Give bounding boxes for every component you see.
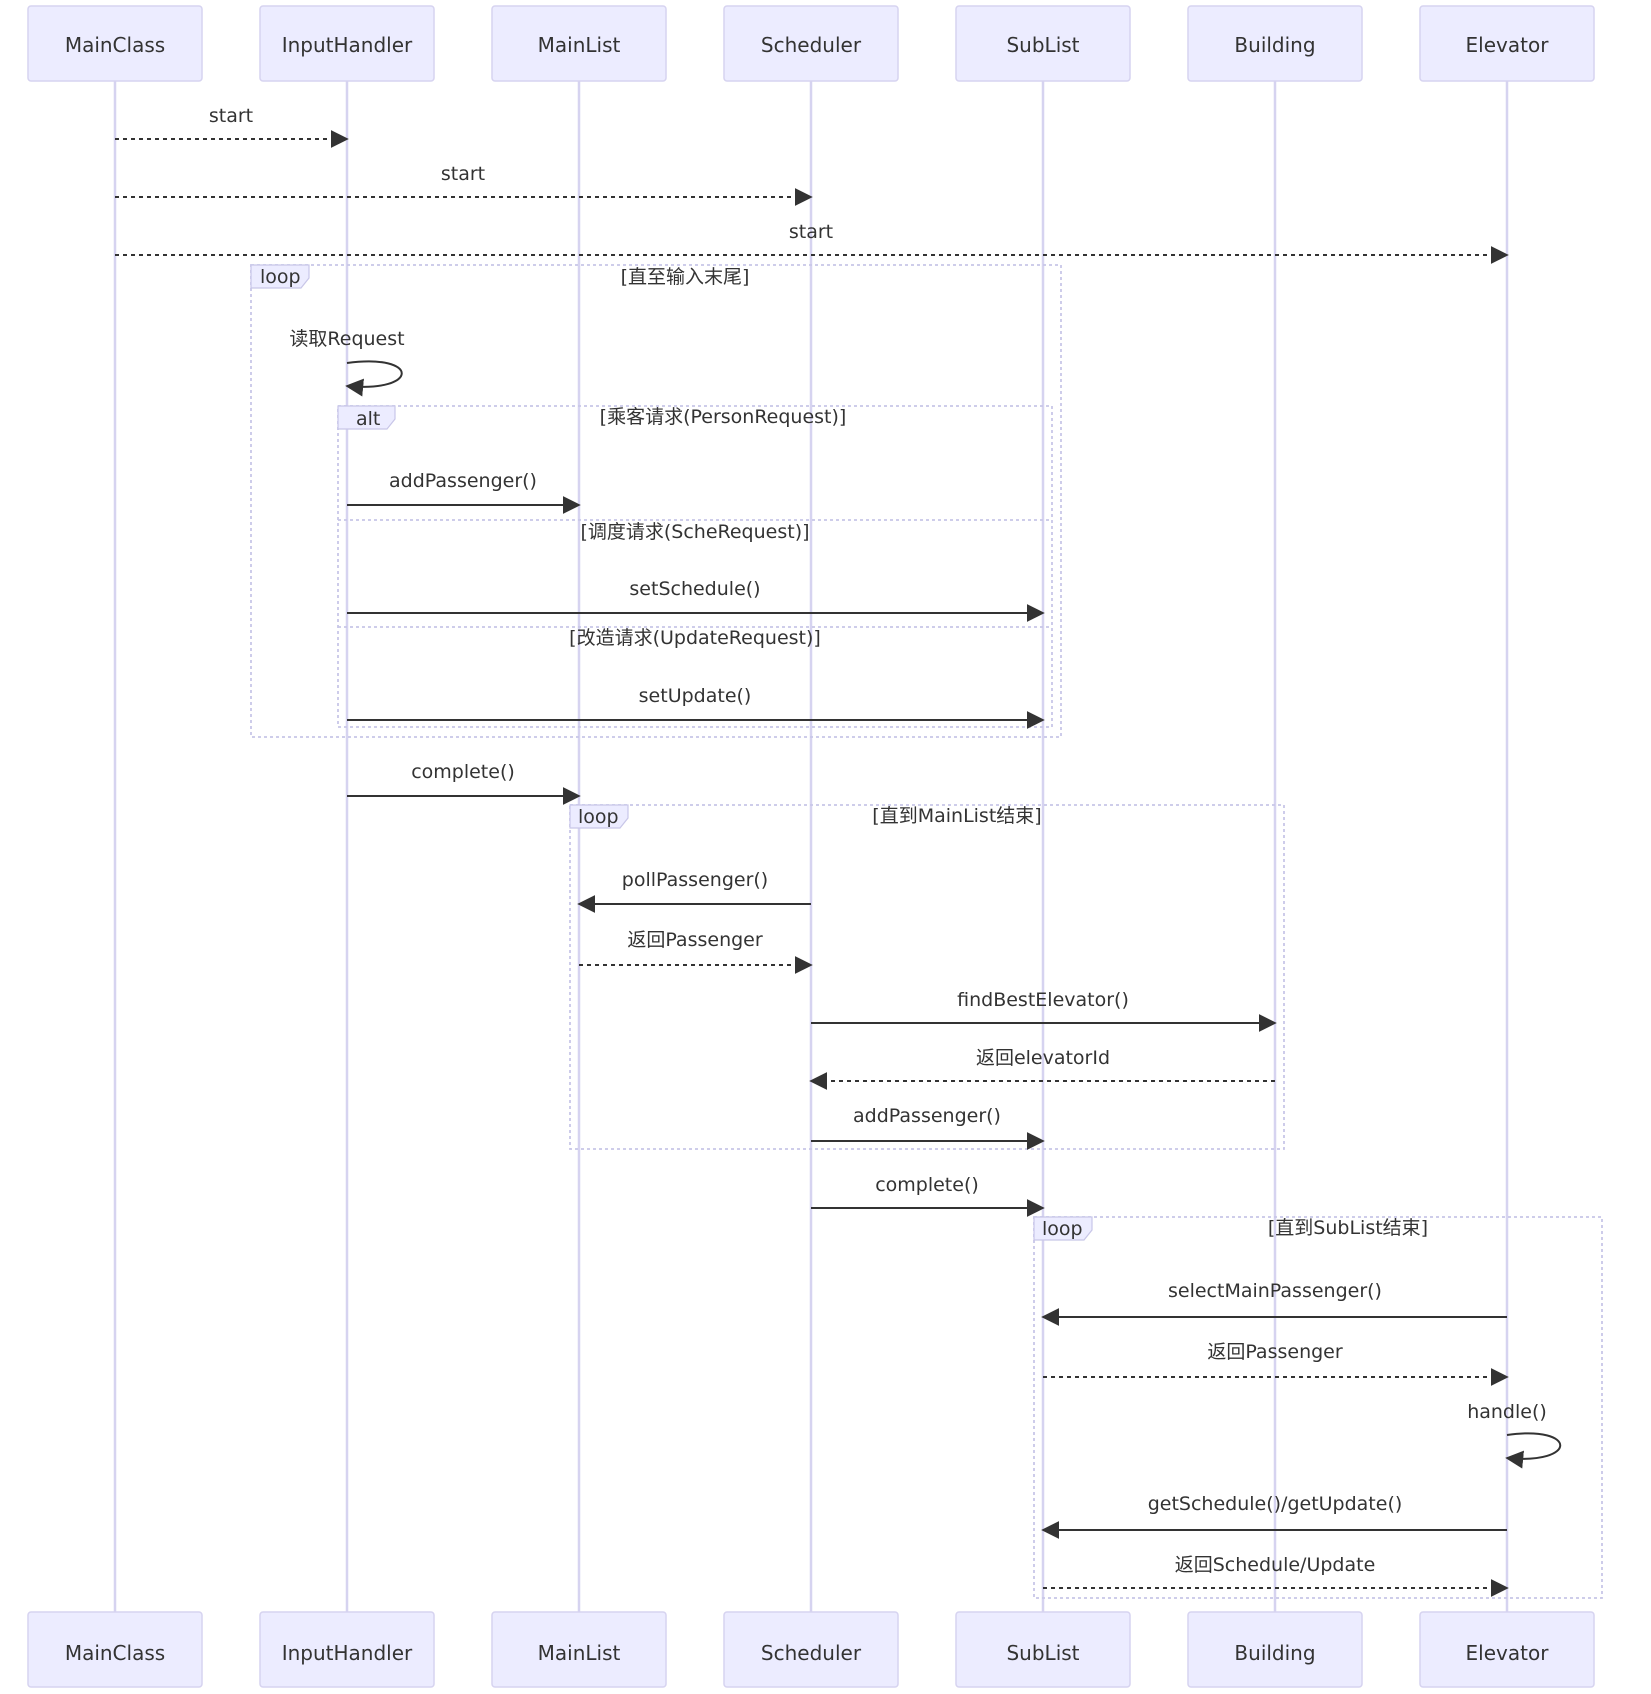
actor-label-sublist: SubList	[1006, 33, 1079, 57]
message-label-add-passenger-sublist: addPassenger()	[853, 1105, 1001, 1127]
message-arrow-handle	[1505, 1432, 1562, 1469]
message-label-complete-mainlist: complete()	[411, 761, 515, 783]
actor-label-scheduler: Scheduler	[761, 33, 862, 57]
actor-box-mainclass	[27, 5, 203, 82]
message-label-read-request: 读取Request	[289, 328, 404, 350]
frame-loop-input: loop [直至输入末尾]	[250, 264, 1062, 738]
lifelines	[113, 81, 1509, 1612]
message-arrow-read-request	[345, 360, 403, 397]
frame-alt-condition-sche: [调度请求(ScheRequest)]	[580, 521, 809, 543]
frame-loop-input-condition: [直至输入末尾]	[621, 266, 750, 288]
actor-label-mainlist: MainList	[538, 33, 621, 57]
message-label-add-passenger: addPassenger()	[389, 470, 537, 492]
message-label-find-best-elevator: findBestElevator()	[957, 989, 1129, 1011]
actors-top: MainClass InputHandler MainList Schedule…	[27, 5, 1595, 82]
actor-label-building-bottom: Building	[1234, 1641, 1315, 1665]
actor-label-elevator-bottom: Elevator	[1466, 1641, 1550, 1665]
actor-label-mainclass: MainClass	[65, 33, 165, 57]
actor-label-scheduler-bottom: Scheduler	[761, 1641, 862, 1665]
message-label-complete-sublist: complete()	[875, 1174, 979, 1196]
frame-loop-input-border	[250, 264, 1062, 738]
actor-box-mainclass-bottom	[27, 1611, 203, 1688]
message-label-return-passenger-elevator: 返回Passenger	[1207, 1341, 1343, 1363]
actor-box-mainlist-bottom	[491, 1611, 667, 1688]
actor-box-elevator-bottom	[1419, 1611, 1595, 1688]
actor-box-building	[1187, 5, 1363, 82]
actor-label-mainlist-bottom: MainList	[538, 1641, 621, 1665]
messages: start start start 读取Request addPassenger…	[115, 105, 1562, 1597]
actor-label-inputhandler: InputHandler	[282, 33, 413, 57]
message-label-return-elevator-id: 返回elevatorId	[976, 1047, 1110, 1069]
frame-loop-sublist-tab	[1033, 1216, 1093, 1241]
message-label-return-schedule-update: 返回Schedule/Update	[1175, 1554, 1376, 1576]
frame-loop-mainlist-tab	[569, 804, 629, 829]
frame-loop-input-label: loop	[260, 266, 301, 288]
frame-loop-sublist-border	[1033, 1216, 1603, 1599]
message-label-start-inputhandler: start	[209, 105, 253, 127]
frame-loop-input-tab	[250, 264, 310, 289]
frame-alt-request-border	[337, 405, 1053, 728]
actor-label-mainclass-bottom: MainClass	[65, 1641, 165, 1665]
frame-loop-mainlist-label: loop	[578, 806, 619, 828]
message-label-set-schedule: setSchedule()	[629, 578, 760, 600]
message-label-select-main-passenger: selectMainPassenger()	[1168, 1280, 1382, 1302]
message-label-poll-passenger: pollPassenger()	[622, 869, 768, 891]
actors-bottom: MainClass InputHandler MainList Schedule…	[27, 1611, 1595, 1688]
frame-loop-sublist-label: loop	[1042, 1218, 1083, 1240]
actor-box-scheduler-bottom	[723, 1611, 899, 1688]
actor-label-elevator: Elevator	[1466, 33, 1550, 57]
message-label-start-elevator: start	[789, 221, 833, 243]
actor-box-mainlist	[491, 5, 667, 82]
actor-label-inputhandler-bottom: InputHandler	[282, 1641, 413, 1665]
frame-loop-mainlist: loop [直到MainList结束]	[569, 804, 1285, 1150]
frame-alt-request-label: alt	[356, 408, 380, 430]
actor-box-elevator	[1419, 5, 1595, 82]
frame-alt-request: alt [乘客请求(PersonRequest)] [调度请求(ScheRequ…	[337, 405, 1053, 728]
message-label-get-schedule-update: getSchedule()/getUpdate()	[1148, 1493, 1403, 1515]
actor-box-building-bottom	[1187, 1611, 1363, 1688]
message-label-handle: handle()	[1467, 1401, 1547, 1423]
actor-box-sublist-bottom	[955, 1611, 1131, 1688]
frame-loop-mainlist-condition: [直到MainList结束]	[872, 805, 1041, 827]
actor-label-sublist-bottom: SubList	[1006, 1641, 1079, 1665]
message-label-return-passenger: 返回Passenger	[627, 929, 763, 951]
actor-box-inputhandler	[259, 5, 435, 82]
message-label-set-update: setUpdate()	[639, 685, 752, 707]
frame-alt-request-tab	[337, 405, 396, 430]
actor-box-scheduler	[723, 5, 899, 82]
frame-alt-condition-person: [乘客请求(PersonRequest)]	[600, 406, 847, 428]
frame-loop-sublist-condition: [直到SubList结束]	[1268, 1217, 1428, 1239]
frame-loop-sublist: loop [直到SubList结束]	[1033, 1216, 1603, 1599]
actor-box-inputhandler-bottom	[259, 1611, 435, 1688]
message-label-start-scheduler: start	[441, 163, 485, 185]
frame-loop-mainlist-border	[569, 804, 1285, 1150]
actor-box-sublist	[955, 5, 1131, 82]
frame-alt-condition-update: [改造请求(UpdateRequest)]	[569, 627, 821, 649]
actor-label-building: Building	[1234, 33, 1315, 57]
